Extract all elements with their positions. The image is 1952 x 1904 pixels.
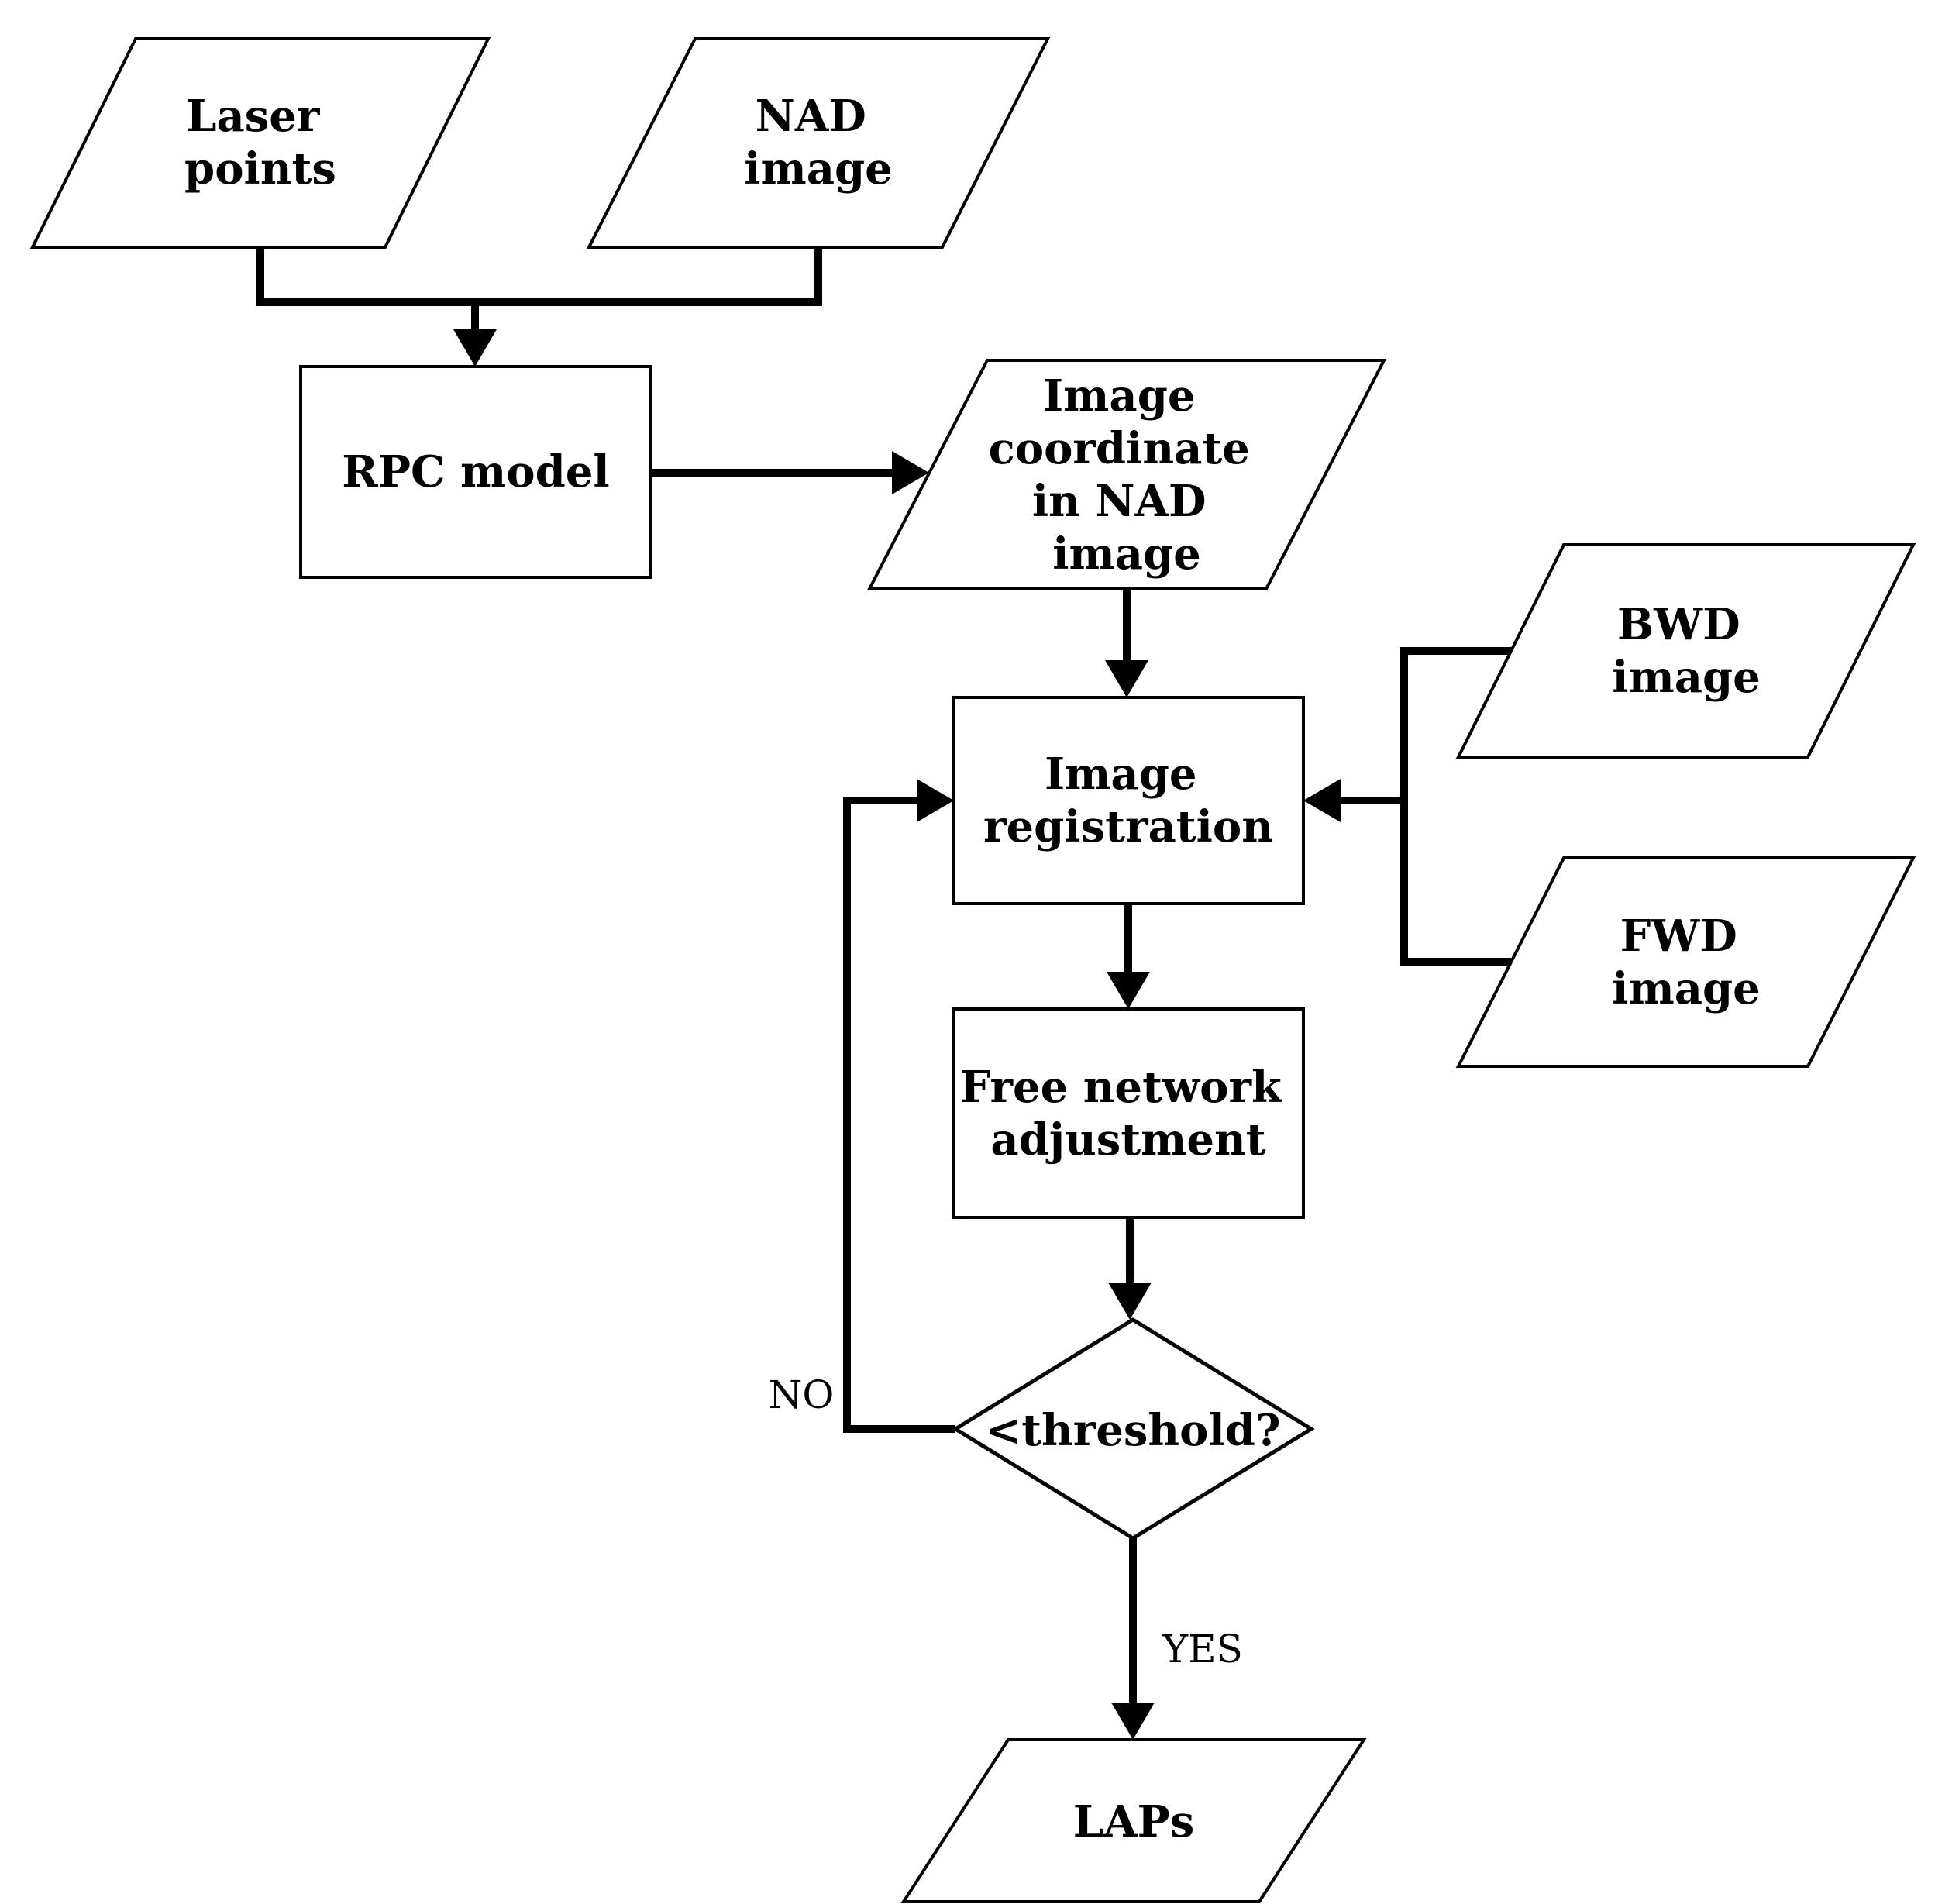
arrowhead-into-decision xyxy=(1108,1283,1152,1320)
arrowhead-into-registration-left xyxy=(917,779,954,822)
image-coordinate-parallelogram xyxy=(866,359,1387,590)
nad-image-parallelogram xyxy=(586,37,1051,249)
node-fwd-image: FWD image xyxy=(1455,856,1916,1068)
edge-bwd-fwd-bus xyxy=(1400,647,1511,966)
arrowhead-into-rpc xyxy=(453,329,497,367)
edges xyxy=(256,247,1511,1740)
laser-points-parallelogram xyxy=(29,37,491,249)
bwd-image-label: BWD image xyxy=(1612,584,1761,703)
fwd-image-parallelogram xyxy=(1455,856,1916,1068)
threshold-decision-label: <threshold? xyxy=(985,1405,1280,1456)
node-nad-image: NAD image xyxy=(586,37,1051,249)
arrowhead-into-registration-top xyxy=(1105,660,1148,697)
arrowhead-into-freenet xyxy=(1107,972,1150,1009)
node-image-coordinate: Image coordinate in NAD image xyxy=(866,356,1387,590)
image-registration-rectangle xyxy=(952,696,1305,905)
rpc-model-label: RPC model xyxy=(342,446,609,498)
no-edge-label: NO xyxy=(769,1372,835,1417)
node-rpc-model: RPC model xyxy=(299,365,652,579)
threshold-decision-diamond xyxy=(952,1317,1315,1541)
edge-merge-bar xyxy=(256,247,822,306)
fwd-image-label: FWD image xyxy=(1612,896,1761,1014)
image-registration-label: Image registration xyxy=(983,734,1273,852)
laps-label: LAPs xyxy=(1073,1796,1194,1847)
node-image-registration: Image registration xyxy=(952,696,1305,905)
node-bwd-image: BWD image xyxy=(1455,543,1916,759)
laser-points-label: Laser points xyxy=(184,76,336,195)
arrowhead-into-imagecoord xyxy=(892,451,929,494)
free-network-adjustment-label: Free network adjustment xyxy=(960,1047,1297,1165)
nad-image-label: NAD image xyxy=(744,76,893,195)
yes-edge-label: YES xyxy=(1162,1627,1243,1672)
edge-no-loop xyxy=(843,797,955,1433)
node-laps: LAPs xyxy=(900,1738,1367,1903)
laps-parallelogram xyxy=(900,1738,1367,1903)
rpc-model-rectangle xyxy=(299,365,652,579)
node-threshold-decision: <threshold? xyxy=(952,1317,1315,1541)
node-free-network-adjustment: Free network adjustment xyxy=(952,1007,1305,1219)
bwd-image-parallelogram xyxy=(1455,543,1916,759)
node-laser-points: Laser points xyxy=(29,37,491,249)
arrowhead-into-registration-right xyxy=(1303,779,1341,822)
arrowhead-into-laps xyxy=(1111,1703,1155,1740)
free-network-adjustment-rectangle xyxy=(952,1007,1305,1219)
image-coordinate-label: Image coordinate in NAD image xyxy=(989,356,1265,580)
